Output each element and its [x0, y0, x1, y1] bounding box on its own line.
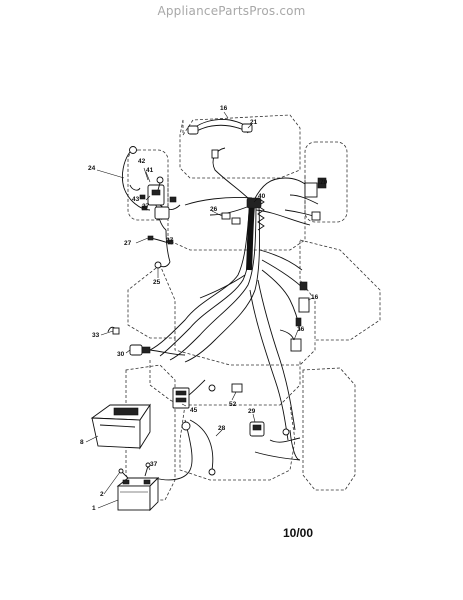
callout-27-left: 27	[124, 240, 132, 247]
switch-29	[249, 421, 290, 437]
ignition-switch-cluster	[139, 176, 181, 263]
callout-leaders	[85, 111, 327, 509]
callout-25: 25	[153, 279, 161, 286]
relay-45	[172, 379, 206, 409]
callout-40: 40	[258, 193, 266, 200]
connector-52	[208, 383, 243, 393]
callout-41: 41	[146, 167, 154, 174]
callout-29: 29	[248, 408, 256, 415]
callout-45: 45	[190, 407, 198, 414]
callout-30: 30	[117, 351, 125, 358]
site-header: AppliancePartsPros.com	[157, 4, 306, 18]
battery-tray	[90, 403, 151, 450]
callout-52: 52	[229, 401, 237, 408]
connectors-26-40	[221, 197, 262, 225]
callout-70: 70	[320, 179, 328, 186]
callout-2: 2	[100, 491, 104, 498]
callout-16-lower: 16	[297, 326, 305, 333]
callout-labels: 16 21 24 42 41 43 27 40 26 70 27 27 25 1…	[80, 105, 328, 512]
callout-1: 1	[92, 505, 96, 512]
tractor-outline	[125, 114, 381, 501]
callout-43: 43	[132, 196, 140, 203]
connector-33	[107, 326, 120, 335]
callout-42: 42	[138, 158, 146, 165]
callout-24: 24	[88, 165, 96, 172]
callout-22: 16	[220, 105, 228, 112]
revision-date: 10/00	[283, 526, 314, 540]
callout-26: 26	[210, 206, 218, 213]
callout-27-top: 27	[142, 203, 150, 210]
callout-27-right: 27	[166, 237, 174, 244]
callout-28: 28	[218, 425, 226, 432]
callout-21: 21	[250, 119, 258, 126]
battery-cables	[154, 419, 301, 481]
callout-37: 37	[150, 461, 158, 468]
connector-30	[129, 344, 186, 356]
callout-33: 33	[92, 332, 100, 339]
wire-24	[121, 146, 151, 211]
headlight-harness	[187, 119, 253, 159]
right-side-switches	[279, 177, 327, 352]
callout-16-upper: 16	[311, 294, 319, 301]
connector-25	[154, 261, 171, 269]
battery	[116, 462, 160, 512]
cable-28	[181, 421, 216, 476]
callout-8: 8	[80, 439, 84, 446]
